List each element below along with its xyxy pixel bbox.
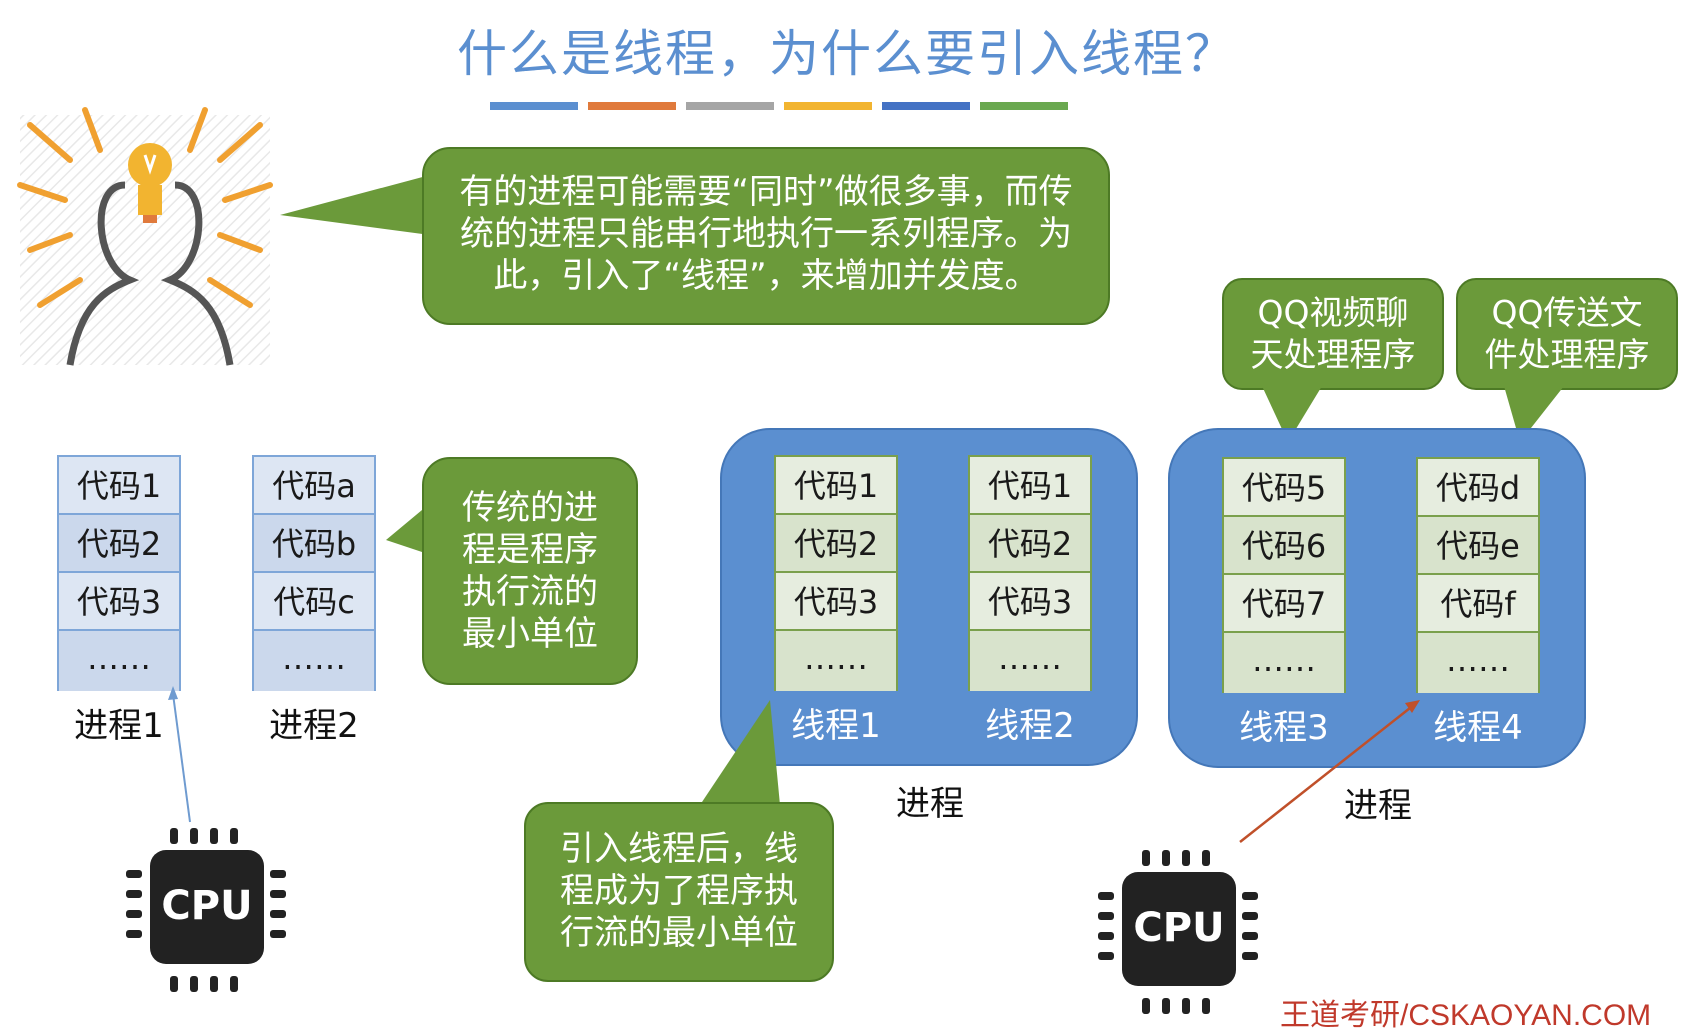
cpu-2-label: CPU bbox=[1133, 905, 1225, 951]
after-threads-pointer bbox=[700, 700, 780, 805]
thread-3-cell: 代码6 bbox=[1224, 517, 1344, 575]
thread-4-stack: 代码d 代码e 代码f …… bbox=[1416, 457, 1540, 693]
thread-4-cell: …… bbox=[1418, 633, 1538, 693]
main-bubble: 有的进程可能需要“同时”做很多事，而传统的进程只能串行地执行一系列程序。为此，引… bbox=[422, 147, 1110, 325]
color-bar-4 bbox=[784, 102, 872, 110]
cpu-1-arrow bbox=[172, 693, 191, 823]
cpu-1-arrowhead bbox=[168, 686, 178, 700]
process-2-cell: 代码b bbox=[254, 515, 374, 573]
thread-3-label: 线程3 bbox=[1239, 708, 1329, 748]
cpu-1-icon bbox=[126, 828, 286, 992]
process-1-cell: 代码1 bbox=[59, 457, 179, 515]
qq-video-text: QQ视频聊天处理程序 bbox=[1250, 293, 1416, 374]
cpu-2-icon bbox=[1098, 850, 1258, 1014]
process-1-label: 进程1 bbox=[74, 706, 164, 746]
cpu-2-arrowhead bbox=[1405, 700, 1420, 713]
thread-1-cell: 代码1 bbox=[776, 457, 896, 515]
process-1-stack: 代码1 代码2 代码3 …… bbox=[57, 455, 181, 691]
thread-1-cell: 代码3 bbox=[776, 573, 896, 631]
traditional-bubble: 传统的进程是程序执行流的最小单位 bbox=[422, 457, 638, 685]
thread-2-cell: 代码1 bbox=[970, 457, 1090, 515]
qq-file-text: QQ传送文件处理程序 bbox=[1484, 293, 1650, 374]
process-2-cell: …… bbox=[254, 631, 374, 691]
color-bar-3 bbox=[686, 102, 774, 110]
color-bar-5 bbox=[882, 102, 970, 110]
traditional-text: 传统的进程是程序执行流的最小单位 bbox=[462, 488, 598, 654]
threaded-process-b-label: 进程 bbox=[1344, 786, 1412, 826]
process-2-label: 进程2 bbox=[269, 706, 359, 746]
thread-3-cell: 代码7 bbox=[1224, 575, 1344, 633]
thread-2-cell: 代码2 bbox=[970, 515, 1090, 573]
thread-3-stack: 代码5 代码6 代码7 …… bbox=[1222, 457, 1346, 693]
color-bar-1 bbox=[490, 102, 578, 110]
thread-2-cell: 代码3 bbox=[970, 573, 1090, 631]
cpu-2-arrow bbox=[1239, 707, 1411, 843]
thread-3-cell: …… bbox=[1224, 633, 1344, 693]
after-threads-text: 引入线程后，线程成为了程序执行流的最小单位 bbox=[560, 829, 798, 953]
process-2-cell: 代码a bbox=[254, 457, 374, 515]
page-title: 什么是线程，为什么要引入线程？ bbox=[457, 25, 1237, 83]
thread-1-label: 线程1 bbox=[791, 706, 881, 746]
thread-1-stack: 代码1 代码2 代码3 …… bbox=[774, 455, 898, 691]
process-2-cell: 代码c bbox=[254, 573, 374, 631]
color-bar-6 bbox=[980, 102, 1068, 110]
bubble-pointer bbox=[280, 175, 430, 235]
main-bubble-text: 有的进程可能需要“同时”做很多事，而传统的进程只能串行地执行一系列程序。为此，引… bbox=[459, 172, 1073, 296]
process-1-cell: 代码3 bbox=[59, 573, 179, 631]
qq-video-bubble: QQ视频聊天处理程序 bbox=[1222, 278, 1444, 390]
qq-file-bubble: QQ传送文件处理程序 bbox=[1456, 278, 1678, 390]
thinking-person-icon bbox=[17, 107, 273, 366]
thread-2-cell: …… bbox=[970, 631, 1090, 691]
thread-4-label: 线程4 bbox=[1433, 708, 1523, 748]
thread-4-cell: 代码d bbox=[1418, 459, 1538, 517]
thread-3-cell: 代码5 bbox=[1224, 459, 1344, 517]
process-1-cell: …… bbox=[59, 631, 179, 691]
thread-4-cell: 代码f bbox=[1418, 575, 1538, 633]
after-threads-bubble: 引入线程后，线程成为了程序执行流的最小单位 bbox=[524, 802, 834, 982]
color-bar-2 bbox=[588, 102, 676, 110]
process-1-cell: 代码2 bbox=[59, 515, 179, 573]
qq-video-pointer bbox=[1262, 386, 1322, 442]
thread-2-label: 线程2 bbox=[985, 706, 1075, 746]
thread-2-stack: 代码1 代码2 代码3 …… bbox=[968, 455, 1092, 691]
threaded-process-a-label: 进程 bbox=[896, 784, 964, 824]
footer-brand: 王道考研/CSKAOYAN.COM bbox=[1280, 999, 1652, 1032]
thread-1-cell: …… bbox=[776, 631, 896, 691]
thread-1-cell: 代码2 bbox=[776, 515, 896, 573]
thread-4-cell: 代码e bbox=[1418, 517, 1538, 575]
cpu-1-label: CPU bbox=[161, 883, 253, 929]
process-2-stack: 代码a 代码b 代码c …… bbox=[252, 455, 376, 691]
